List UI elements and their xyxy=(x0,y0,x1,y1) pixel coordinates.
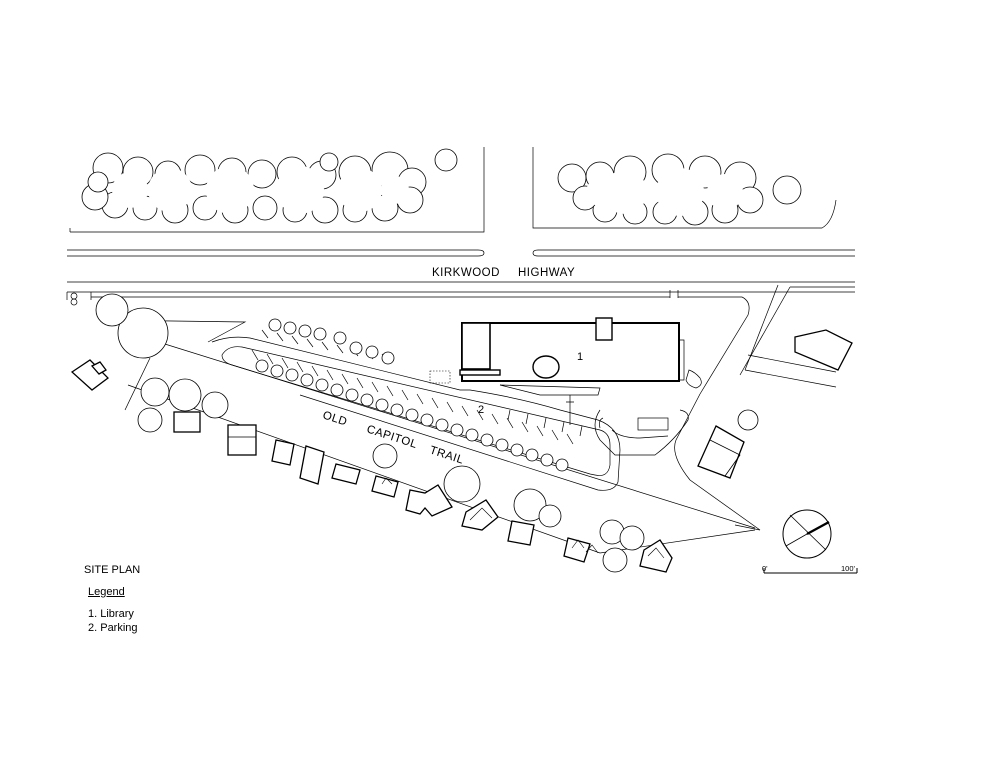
small-markers xyxy=(70,292,78,306)
scale-end-label: 100' xyxy=(841,564,856,573)
parking-tree-rows xyxy=(255,318,569,472)
site-plan-title: SITE PLAN xyxy=(84,564,141,576)
trail-label-old: OLD xyxy=(321,409,349,428)
right-buildings xyxy=(697,329,853,479)
legend-heading: Legend xyxy=(88,586,125,598)
highway-label-kirkwood: KIRKWOOD xyxy=(432,267,500,279)
highway-label-highway: HIGHWAY xyxy=(518,267,575,279)
north-tree-mass-left xyxy=(81,148,458,224)
legend-item-parking: 2. Parking xyxy=(88,622,138,634)
library-plaza xyxy=(566,369,702,456)
houses xyxy=(70,359,673,573)
library-building xyxy=(429,317,685,396)
north-tree-mass-right xyxy=(557,153,802,226)
house-roof-details xyxy=(381,477,665,559)
trail-label-trail: TRAIL xyxy=(428,444,465,466)
library-number-label: 1 xyxy=(577,351,583,363)
south-trees xyxy=(95,293,759,573)
legend-item-library: 1. Library xyxy=(88,608,134,620)
parking-lot xyxy=(211,329,621,491)
scale-start-label: 0' xyxy=(762,564,768,573)
north-arrow-icon xyxy=(782,509,832,559)
scale-bar xyxy=(763,568,858,574)
parking-number-label: 2 xyxy=(478,404,484,416)
